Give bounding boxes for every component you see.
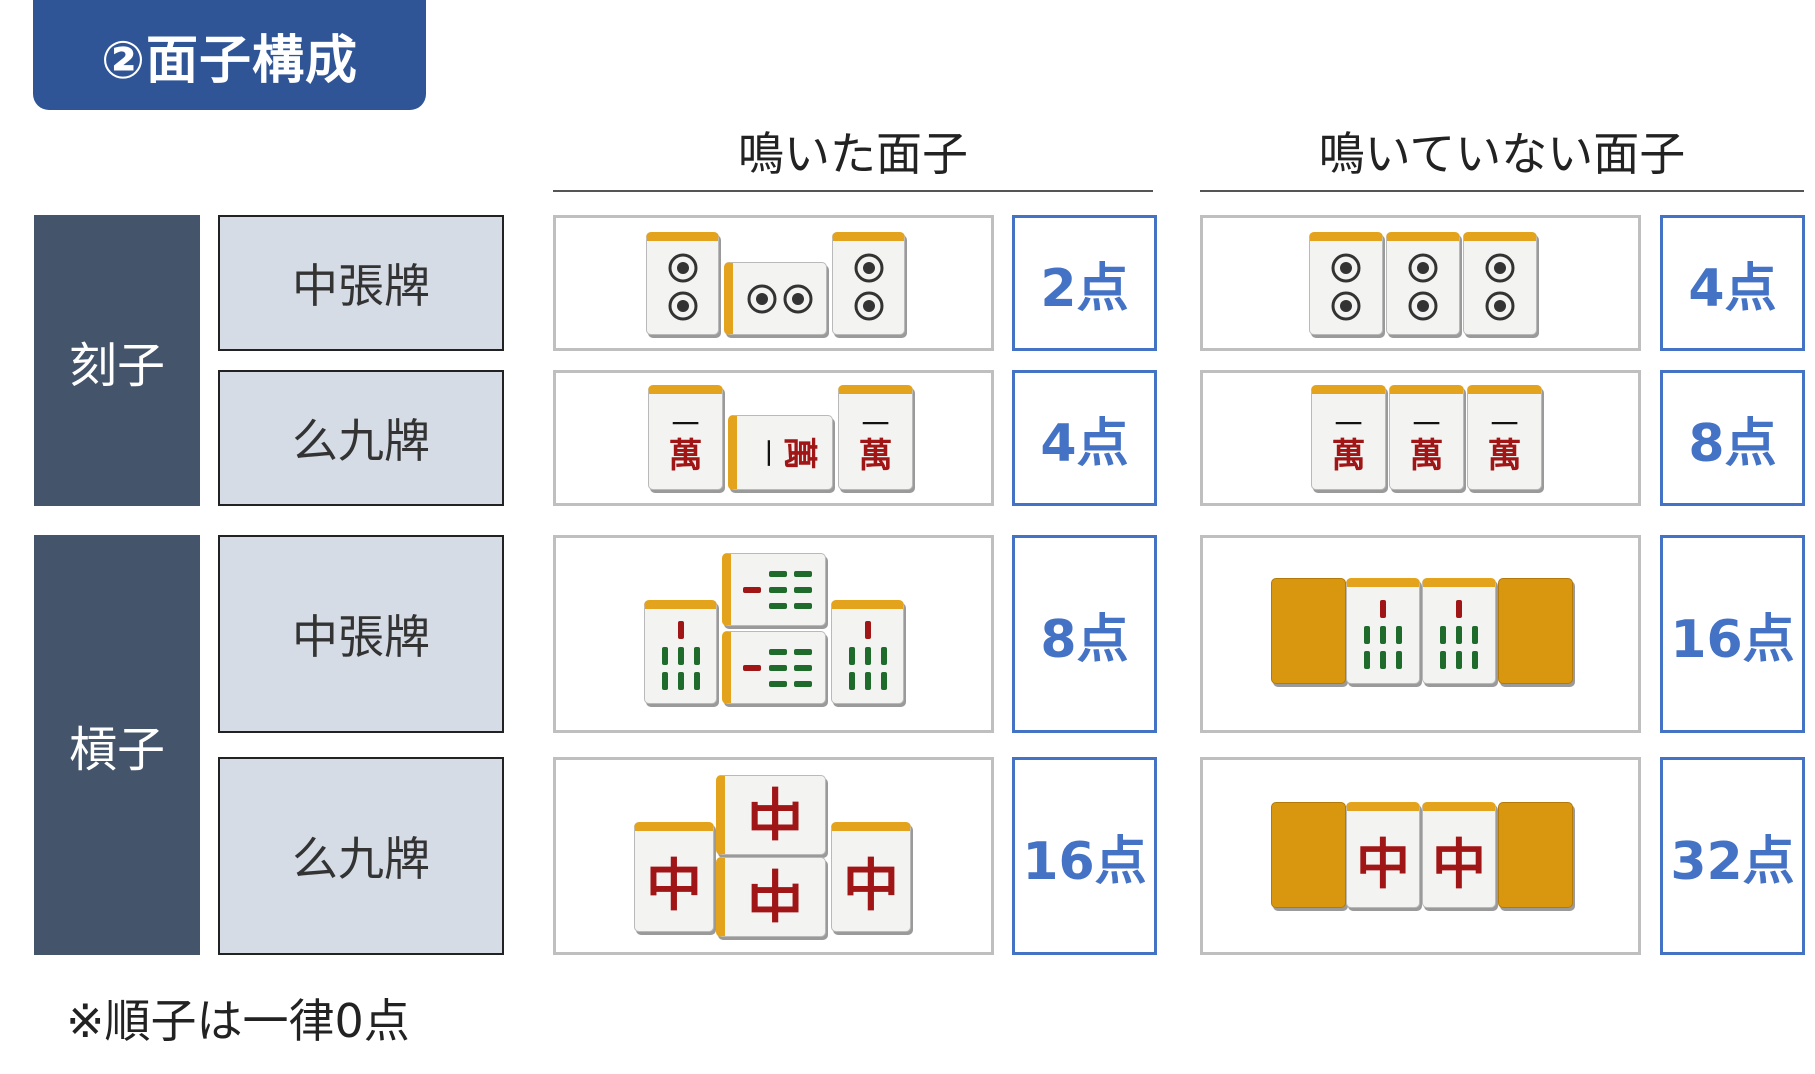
footnote: ※順子は一律0点 xyxy=(66,994,410,1048)
page-title: ②面子構成 xyxy=(33,0,426,110)
pin2-tile xyxy=(1309,232,1383,335)
man1-tile-sideways: 一萬 xyxy=(728,415,833,490)
score-called-kantsu-chunchan: 8点 xyxy=(1012,535,1157,733)
chun-tile: 中 xyxy=(1422,802,1496,908)
score-closed-kantsu-yaochu: 32点 xyxy=(1660,757,1805,955)
row-label-kantsu-chunchan: 中張牌 xyxy=(218,535,504,733)
sou7-tile-sideways xyxy=(722,631,826,704)
sou7-tile-sideways xyxy=(722,553,826,626)
group-label-kantsu: 槓子 xyxy=(34,535,200,955)
man1-tile: 一萬 xyxy=(838,385,913,490)
sou7-tile xyxy=(831,600,904,704)
chun-tile: 中 xyxy=(634,822,714,932)
score-closed-kantsu-chunchan: 16点 xyxy=(1660,535,1805,733)
tile-back xyxy=(1271,802,1346,908)
score-called-kantsu-yaochu: 16点 xyxy=(1012,757,1157,955)
tile-back xyxy=(1271,578,1346,684)
tile-box-closed-koutsu-chunchan xyxy=(1200,215,1641,351)
man1-tile: 一萬 xyxy=(648,385,723,490)
tile-box-closed-koutsu-yaochu: 一萬 一萬 一萬 xyxy=(1200,370,1641,506)
score-called-koutsu-yaochu: 4点 xyxy=(1012,370,1157,506)
chun-tile: 中 xyxy=(831,822,911,932)
row-label-koutsu-chunchan: 中張牌 xyxy=(218,215,504,351)
chun-tile: 中 xyxy=(1346,802,1420,908)
tile-back xyxy=(1498,578,1573,684)
pin2-tile xyxy=(1386,232,1460,335)
man1-tile: 一萬 xyxy=(1467,385,1542,490)
tile-box-called-koutsu-yaochu: 一萬 一萬 一萬 xyxy=(553,370,994,506)
score-closed-koutsu-chunchan: 4点 xyxy=(1660,215,1805,351)
column-header-closed: 鳴いていない面子 xyxy=(1200,120,1804,192)
score-closed-koutsu-yaochu: 8点 xyxy=(1660,370,1805,506)
chun-tile-sideways: 中 xyxy=(716,775,826,855)
chun-tile-sideways: 中 xyxy=(716,857,826,937)
man1-tile: 一萬 xyxy=(1311,385,1386,490)
sou7-tile xyxy=(1422,578,1496,684)
tile-box-closed-kantsu-chunchan xyxy=(1200,535,1641,733)
score-called-koutsu-chunchan: 2点 xyxy=(1012,215,1157,351)
sou7-tile xyxy=(1346,578,1420,684)
pin2-tile xyxy=(832,232,905,335)
tile-back xyxy=(1498,802,1573,908)
pin2-tile-sideways xyxy=(724,262,827,335)
sou7-tile xyxy=(644,600,717,704)
man1-tile: 一萬 xyxy=(1389,385,1464,490)
tile-box-called-kantsu-yaochu: 中 中 中 中 xyxy=(553,757,994,955)
pin2-tile xyxy=(1463,232,1537,335)
column-header-called: 鳴いた面子 xyxy=(553,120,1153,192)
tile-box-closed-kantsu-yaochu: 中 中 xyxy=(1200,757,1641,955)
tile-box-called-kantsu-chunchan xyxy=(553,535,994,733)
row-label-koutsu-yaochu: 么九牌 xyxy=(218,370,504,506)
tile-box-called-koutsu-chunchan xyxy=(553,215,994,351)
group-label-koutsu: 刻子 xyxy=(34,215,200,506)
pin2-tile xyxy=(646,232,719,335)
row-label-kantsu-yaochu: 么九牌 xyxy=(218,757,504,955)
